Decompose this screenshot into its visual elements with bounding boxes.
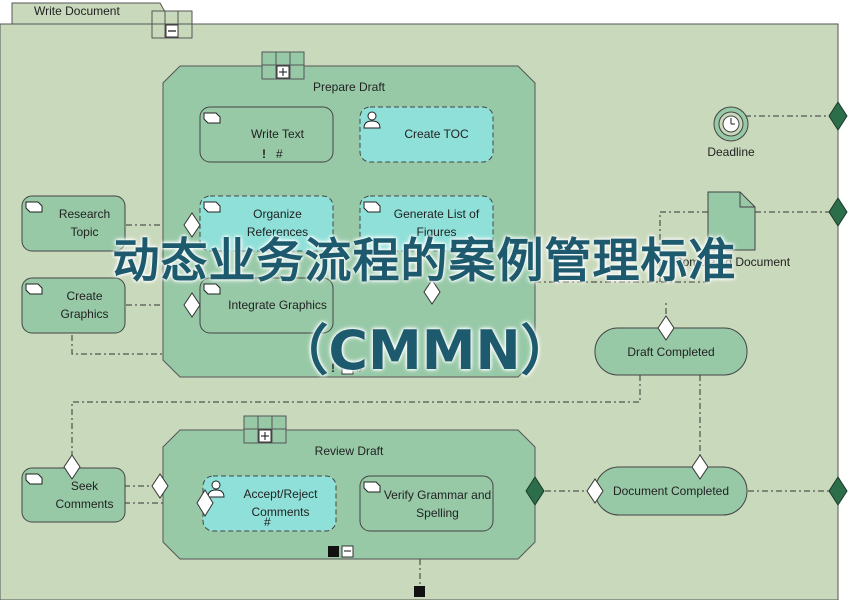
task-write-text[interactable] (199, 106, 334, 163)
task-label-create-graphics: Create Graphics (60, 289, 109, 321)
milestone-label-document-completed: Document Completed (612, 484, 730, 498)
repetition-marker: # (276, 147, 283, 161)
task-label-research-topic: Research Topic (58, 207, 111, 239)
review-autocomplete-marker (328, 546, 339, 557)
task-label-accept-reject: Accept/Reject Comments (243, 487, 318, 519)
task-label-generate-list-figures: Generate List of Figures (393, 207, 480, 239)
task-accept-reject-comments[interactable] (202, 475, 337, 532)
event-label-deadline: Deadline (707, 145, 755, 159)
task-label-verify-grammar: Verify Grammar and Spelling (383, 487, 492, 520)
prepare-repetition-marker: # (356, 361, 363, 375)
task-label-seek-comments: Seek Comments (55, 479, 114, 511)
case-file-item-completed-document[interactable] (707, 191, 756, 251)
user-icon (207, 111, 381, 498)
case-file-label: Completed Document (673, 255, 791, 269)
stage-title-prepare: Prepare Draft (312, 80, 386, 94)
task-label-write-text: Write Text (251, 127, 304, 141)
hand-icon (25, 112, 381, 493)
task-label-organize-references: Organize References (246, 207, 309, 239)
prepare-manual-marker: ! (331, 361, 335, 375)
task-research-topic[interactable] (21, 195, 126, 252)
task-create-toc[interactable] (359, 106, 494, 163)
manual-marker: ! (262, 147, 266, 161)
task-verify-grammar[interactable] (359, 475, 494, 532)
accept-repetition-marker: # (264, 515, 271, 529)
case-title: Write Document (34, 4, 120, 18)
task-organize-references[interactable] (199, 195, 334, 252)
entry-sentries[interactable] (63, 212, 709, 517)
task-generate-list-figures[interactable] (359, 195, 494, 252)
task-label-integrate-graphics: Integrate Graphics (228, 298, 327, 312)
exit-sentries[interactable] (525, 101, 848, 506)
case-autocomplete-marker (414, 586, 425, 597)
stage-title-review: Review Draft (314, 444, 384, 458)
task-label-create-toc: Create TOC (404, 127, 469, 141)
milestone-label-draft-completed: Draft Completed (627, 344, 715, 359)
task-create-graphics[interactable] (21, 277, 126, 334)
